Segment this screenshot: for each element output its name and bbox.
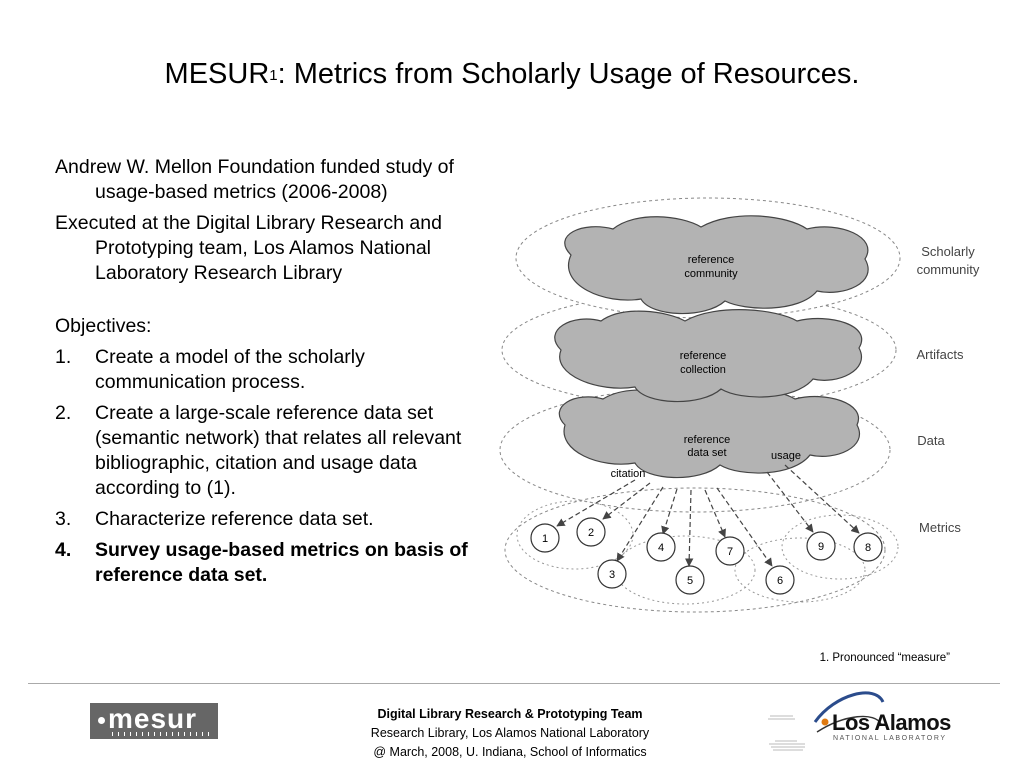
metric-node-label: 3 xyxy=(609,569,615,581)
objective-text: Survey usage-based metrics on basis of r… xyxy=(95,539,468,586)
title-main: MESUR xyxy=(164,58,270,90)
slide-title: MESUR1: Metrics from Scholarly Usage of … xyxy=(0,56,1024,92)
layer-label-scholarly-2: community xyxy=(917,262,980,277)
mesur-layer-diagram: reference data set usage citation refere… xyxy=(499,197,980,613)
objective-number: 4. xyxy=(55,539,72,561)
arrow-to-metric-3 xyxy=(616,486,664,562)
footer-credits: Digital Library Research & Prototyping T… xyxy=(310,705,710,762)
objective-number: 1. xyxy=(55,346,72,368)
metric-group-ellipse xyxy=(614,535,756,605)
execution-paragraph: Executed at the Digital Library Research… xyxy=(55,212,442,284)
objective-text: Characterize reference data set. xyxy=(95,508,374,530)
metric-node-label: 5 xyxy=(687,575,693,587)
arrow-to-metric-5 xyxy=(685,489,694,567)
metric-node-3: 3 xyxy=(597,559,627,589)
citation-label: citation xyxy=(611,468,646,480)
arrow-to-metric-9 xyxy=(766,471,814,533)
cloud-reference-data-set: reference data set usage citation xyxy=(558,387,860,480)
metric-node-4: 4 xyxy=(646,532,676,562)
lanl-orange-dot xyxy=(821,718,829,726)
metric-node-label: 2 xyxy=(588,527,594,539)
metric-node-1: 1 xyxy=(530,523,560,553)
atom-orbit-icon xyxy=(813,691,885,733)
metric-node-label: 8 xyxy=(865,542,871,554)
cloud-label: reference xyxy=(684,434,730,446)
funding-paragraph: Andrew W. Mellon Foundation funded study… xyxy=(55,156,454,203)
mesur-logo-text: mesur xyxy=(108,703,198,734)
objective-item-4: 4. Survey usage-based metrics on basis o… xyxy=(55,538,475,588)
footer-date: @ March, 2008, U. Indiana, School of Inf… xyxy=(373,745,647,759)
title-rest: : Metrics from Scholarly Usage of Resour… xyxy=(277,58,860,90)
metric-node-label: 7 xyxy=(727,546,733,558)
objective-number: 2. xyxy=(55,402,72,424)
metric-node-2: 2 xyxy=(576,517,606,547)
objective-item-2: 2. Create a large-scale reference data s… xyxy=(55,401,475,501)
metric-node-5: 5 xyxy=(675,565,705,595)
cloud-label: reference xyxy=(688,254,734,266)
cloud-reference-collection: reference collection xyxy=(554,309,863,403)
title-superscript: 1 xyxy=(269,67,278,84)
layer-label-scholarly: Scholarly xyxy=(921,244,975,259)
cloud-label: collection xyxy=(680,364,726,376)
objective-text: Create a model of the scholarly communic… xyxy=(95,346,365,393)
layer-ellipse-artifacts xyxy=(501,291,897,409)
cloud-label: community xyxy=(684,268,738,280)
lanl-fine-print xyxy=(768,715,805,751)
layer-label-artifacts: Artifacts xyxy=(917,347,964,362)
objective-number: 3. xyxy=(55,508,72,530)
metric-node-8: 8 xyxy=(853,532,883,562)
objectives-heading: Objectives: xyxy=(55,315,152,337)
footer-team: Digital Library Research & Prototyping T… xyxy=(377,707,643,721)
mesur-logo: mesur xyxy=(90,703,218,739)
metric-node-label: 9 xyxy=(818,541,824,553)
metric-node-label: 1 xyxy=(542,533,548,545)
lanl-subline: NATIONAL LABORATORY xyxy=(833,735,947,742)
metric-node-7: 7 xyxy=(715,536,745,566)
metric-node-label: 4 xyxy=(658,542,664,554)
layer-ellipse-metrics xyxy=(504,487,886,613)
cloud-label: reference xyxy=(680,350,726,362)
layer-label-data: Data xyxy=(917,433,945,448)
metric-group-ellipse xyxy=(734,537,866,603)
metric-node-6: 6 xyxy=(765,565,795,595)
los-alamos-logo: Los Alamos NATIONAL LABORATORY xyxy=(768,691,952,751)
usage-label: usage xyxy=(771,450,801,462)
layer-ellipse-data xyxy=(499,387,891,513)
mesur-logo-dot xyxy=(98,717,105,724)
objective-item-1: 1. Create a model of the scholarly commu… xyxy=(55,345,475,395)
arrow-to-metric-2 xyxy=(602,482,651,520)
mesur-logo-ticks xyxy=(112,732,210,736)
cloud-reference-community: reference community xyxy=(564,215,869,315)
cloud-label: data set xyxy=(687,447,726,459)
layer-label-metrics: Metrics xyxy=(919,520,961,535)
objective-item-3: 3. Characterize reference data set. xyxy=(55,507,475,532)
objective-text: Create a large-scale reference data set … xyxy=(95,402,462,499)
metric-arrows xyxy=(556,464,860,567)
lanl-wordmark: Los Alamos xyxy=(832,710,951,735)
body-text: Andrew W. Mellon Foundation funded study… xyxy=(55,155,475,594)
arrow-to-metric-7 xyxy=(704,489,726,538)
arrow-to-metric-8 xyxy=(784,464,860,534)
arrow-to-metric-1 xyxy=(556,479,636,527)
metric-node-label: 6 xyxy=(777,575,783,587)
metric-node-9: 9 xyxy=(806,531,836,561)
footnote: 1. Pronounced “measure” xyxy=(819,652,950,664)
footer-divider xyxy=(28,683,1000,684)
footer-lab: Research Library, Los Alamos National La… xyxy=(370,726,650,740)
